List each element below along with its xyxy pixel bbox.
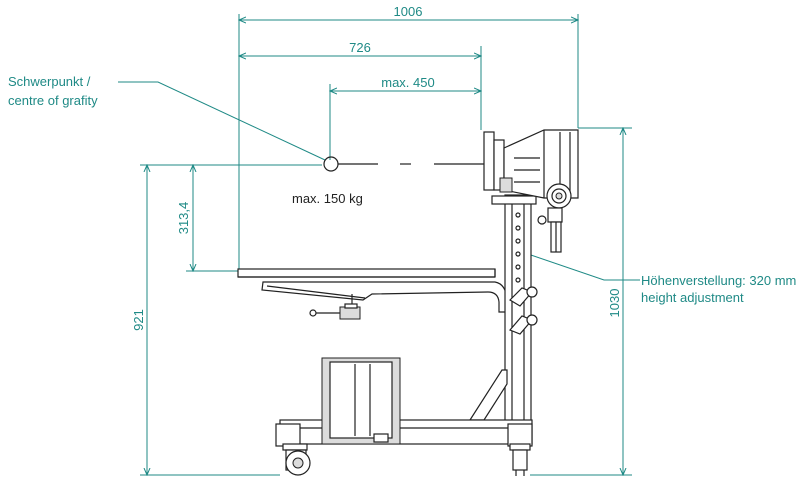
caster-wheel-right	[509, 443, 531, 476]
dim-text-450: max. 450	[381, 75, 434, 90]
caster-wheel-left	[282, 443, 311, 476]
drive-head	[499, 129, 579, 199]
dimension-lines	[118, 14, 640, 475]
dim-text-1030: 1030	[607, 289, 622, 318]
height-adj-leader	[527, 253, 640, 281]
support-arm	[261, 281, 508, 313]
dim-text-726: 726	[349, 40, 371, 55]
crank-handle	[537, 207, 563, 253]
cog-label-de: Schwerpunkt /	[8, 74, 91, 89]
motor-mount-plate	[483, 131, 537, 205]
table-top	[237, 268, 496, 278]
dim-text-1006: 1006	[394, 4, 423, 19]
dim-text-921: 921	[131, 309, 146, 331]
clamp-lever	[309, 294, 361, 320]
column-clamps	[508, 286, 538, 335]
dimension-texts: 1006 726 max. 450 313,4 921 1030	[131, 4, 622, 331]
base-frame	[275, 419, 533, 447]
machine	[237, 129, 579, 476]
cog-leader	[118, 81, 326, 161]
diagonal-brace	[468, 369, 508, 421]
dim-text-313: 313,4	[176, 202, 191, 235]
centre-of-gravity-marker	[323, 156, 492, 172]
height-adj-label-de: Höhenverstellung: 320 mm	[641, 273, 796, 288]
max-load-label: max. 150 kg	[292, 191, 363, 206]
cog-label-en: centre of grafity	[8, 93, 98, 108]
adjustment-knob	[546, 183, 572, 209]
height-adj-label-en: height adjustment	[641, 290, 744, 305]
foot-box	[321, 357, 401, 445]
vertical-column	[504, 194, 532, 428]
